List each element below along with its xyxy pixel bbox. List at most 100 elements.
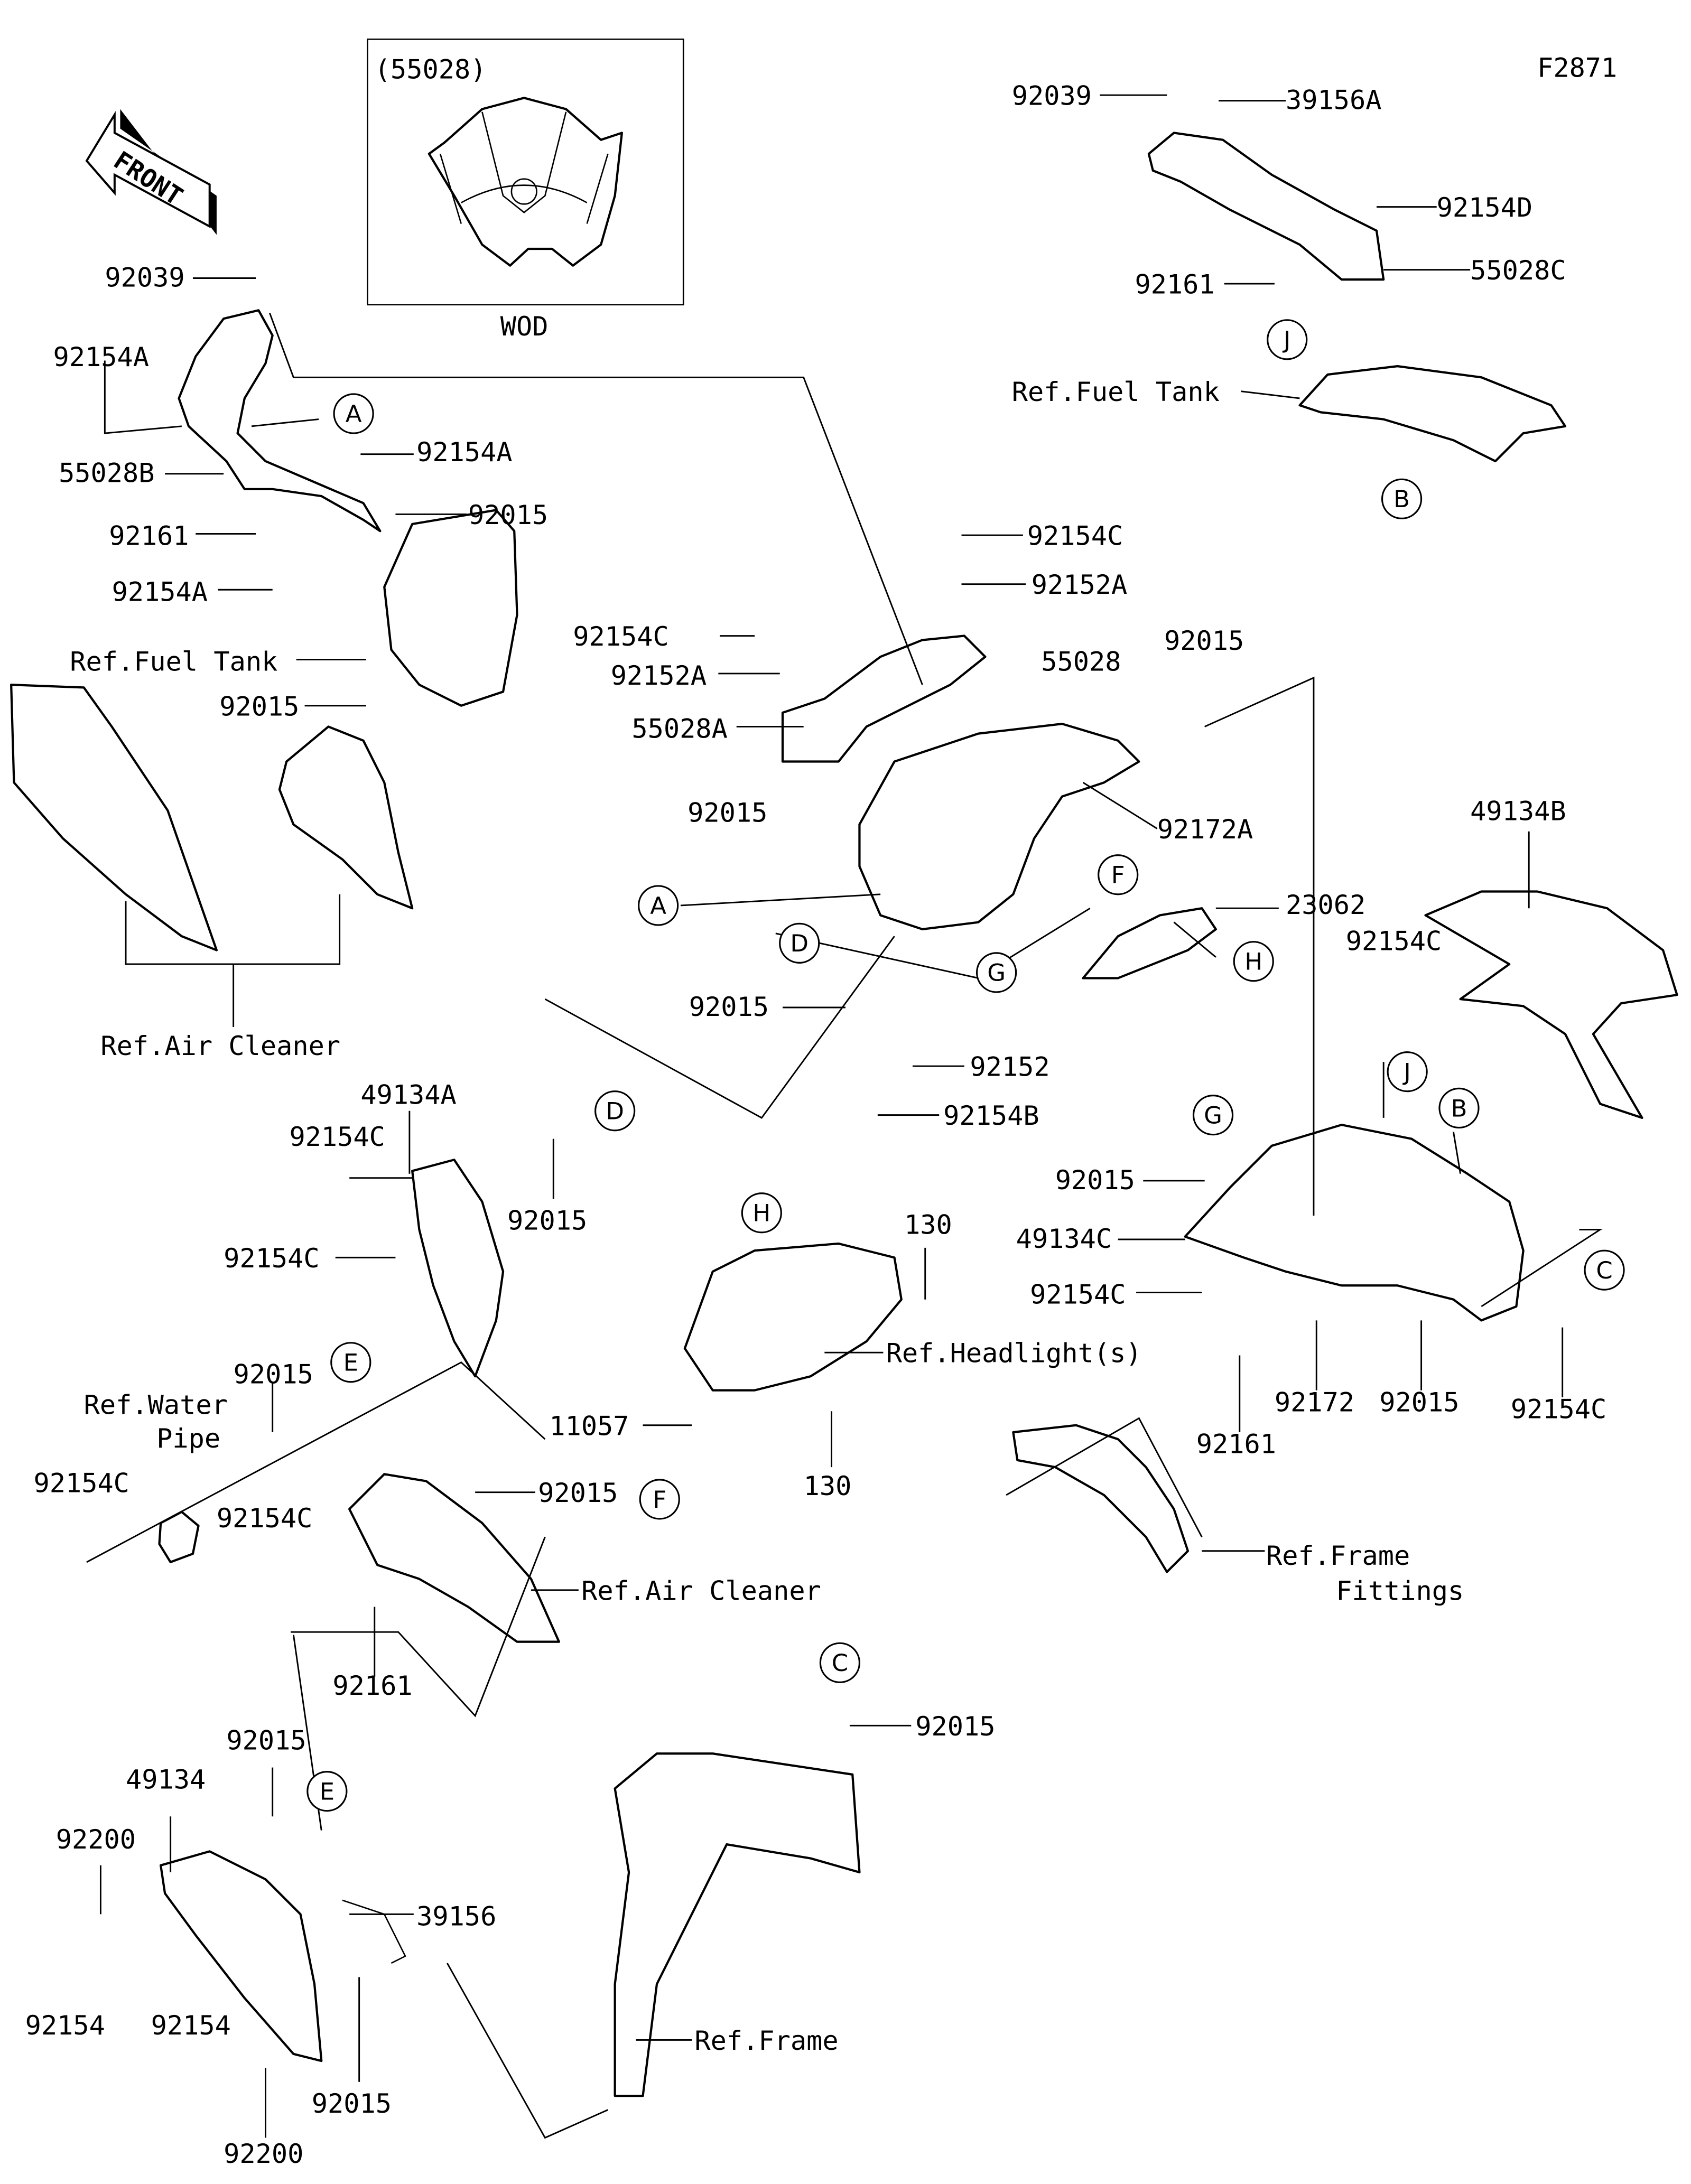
part-number-label: 92172 bbox=[1275, 1386, 1354, 1417]
part-number-label: 92154A bbox=[416, 436, 512, 468]
callout-letter: A bbox=[346, 400, 362, 428]
part-number-label: 49134A bbox=[360, 1079, 456, 1110]
frame-fittings-bracket bbox=[1012, 1424, 1190, 1573]
part-number-label: 92154D bbox=[1437, 192, 1532, 223]
callout-marker: A bbox=[333, 393, 374, 434]
part-number-label: Ref.Frame bbox=[694, 2025, 838, 2056]
leader-lines bbox=[86, 94, 1603, 2139]
callout-marker: E bbox=[330, 1342, 371, 1383]
callout-letter: J bbox=[1282, 326, 1290, 354]
callout-marker: C bbox=[819, 1642, 861, 1683]
part-number-label: 92152A bbox=[611, 660, 707, 691]
part-number-label: 92015 bbox=[915, 1711, 995, 1742]
part-number-label: Ref.Frame bbox=[1266, 1540, 1410, 1571]
part-number-label: 92015 bbox=[219, 690, 299, 722]
part-number-label: 11057 bbox=[549, 1410, 629, 1441]
fuel-tank-cover-left bbox=[383, 509, 518, 707]
callout-letter: H bbox=[752, 1199, 770, 1227]
inset-box: (55028) WOD bbox=[367, 38, 684, 342]
part-number-label: 92015 bbox=[689, 991, 769, 1022]
callout-letter: F bbox=[1111, 861, 1125, 889]
callout-marker: F bbox=[639, 1479, 680, 1520]
callout-letter: C bbox=[832, 1649, 848, 1677]
lower-inner-panel bbox=[348, 1473, 560, 1643]
callout-marker: D bbox=[779, 922, 820, 964]
part-number-label: 92154C bbox=[224, 1243, 319, 1274]
inner-bracket-23062 bbox=[1082, 907, 1217, 979]
callout-marker: A bbox=[638, 885, 679, 926]
callout-letter: F bbox=[653, 1486, 666, 1514]
callout-letter: J bbox=[1402, 1058, 1411, 1086]
part-number-label: 55028C bbox=[1470, 255, 1566, 286]
part-number-label: 92015 bbox=[312, 2088, 392, 2119]
part-number-label: 92154B bbox=[943, 1100, 1039, 1131]
part-number-label: 92154 bbox=[151, 2010, 231, 2041]
part-number-label: 92015 bbox=[1379, 1386, 1459, 1417]
callout-marker: H bbox=[741, 1192, 782, 1234]
part-number-label: 92161 bbox=[1196, 1429, 1276, 1460]
part-number-label: 92039 bbox=[105, 262, 184, 293]
part-number-label: 55028 bbox=[1041, 646, 1121, 677]
part-number-label: Ref.Headlight(s) bbox=[886, 1338, 1142, 1369]
part-number-label: Pipe bbox=[156, 1423, 220, 1454]
callout-marker: B bbox=[1438, 1087, 1480, 1129]
part-number-label: 49134 bbox=[126, 1763, 206, 1795]
figure-id: F2871 bbox=[1537, 52, 1617, 83]
callout-letter: B bbox=[1393, 485, 1410, 513]
part-number-label: 92172A bbox=[1157, 814, 1253, 845]
side-cowl-49134b bbox=[1424, 890, 1678, 1119]
part-number-label: 92154C bbox=[1511, 1394, 1606, 1425]
part-number-label: 92015 bbox=[687, 797, 767, 828]
part-number-label: 92015 bbox=[226, 1724, 306, 1756]
inner-cowl-49134c bbox=[1184, 1124, 1525, 1322]
part-number-label: 92015 bbox=[1055, 1164, 1135, 1196]
callout-marker: D bbox=[594, 1090, 636, 1132]
callout-marker: H bbox=[1233, 941, 1274, 982]
part-number-label: 92015 bbox=[1164, 625, 1244, 656]
part-number-label: 92200 bbox=[224, 2138, 303, 2169]
callout-letter: E bbox=[320, 1778, 335, 1806]
part-number-label: 92154A bbox=[112, 576, 208, 607]
callout-marker: J bbox=[1387, 1051, 1428, 1093]
callout-letter: C bbox=[1596, 1256, 1612, 1284]
part-number-label: Ref.Air Cleaner bbox=[100, 1030, 340, 1061]
lower-cowl-49134 bbox=[160, 1850, 323, 2062]
callout-letter: D bbox=[790, 929, 809, 957]
part-number-label: 92161 bbox=[1135, 269, 1214, 300]
air-cleaner-cover-left bbox=[10, 683, 218, 951]
upper-cowl-wod-illustration bbox=[428, 97, 623, 267]
callout-marker: B bbox=[1381, 478, 1423, 519]
part-number-label: 92015 bbox=[234, 1358, 313, 1389]
callout-letter: A bbox=[650, 892, 666, 920]
part-number-label: 39156A bbox=[1286, 85, 1381, 116]
part-number-label: 92154 bbox=[25, 2010, 105, 2041]
part-number-label: 92154C bbox=[1030, 1279, 1126, 1310]
inner-panel-left bbox=[278, 725, 414, 910]
callout-marker: C bbox=[1584, 1249, 1625, 1291]
callout-marker: J bbox=[1267, 319, 1308, 360]
part-number-label: 23062 bbox=[1286, 889, 1365, 920]
headlight-assembly bbox=[683, 1242, 903, 1392]
part-number-label: 92152A bbox=[1032, 569, 1127, 600]
callout-letter: B bbox=[1451, 1094, 1467, 1122]
part-number-label: 92154C bbox=[217, 1502, 312, 1534]
part-number-label: 92161 bbox=[332, 1670, 412, 1701]
part-number-label: 130 bbox=[904, 1209, 952, 1240]
part-number-label: 39156 bbox=[416, 1901, 496, 1932]
part-number-label: 55028B bbox=[59, 458, 154, 489]
part-number-label: 92154C bbox=[1346, 926, 1442, 957]
part-number-label: Ref.Fuel Tank bbox=[1012, 376, 1220, 407]
callout-marker: G bbox=[976, 952, 1017, 993]
part-number-label: 92161 bbox=[109, 520, 189, 552]
top-trim-55028c bbox=[1147, 132, 1385, 281]
part-number-label: 92154C bbox=[289, 1121, 385, 1152]
callout-letter: D bbox=[606, 1097, 624, 1125]
part-number-label: 92039 bbox=[1012, 80, 1092, 111]
part-number-label: 130 bbox=[804, 1470, 852, 1501]
part-number-label: 49134B bbox=[1470, 796, 1566, 827]
inset-title: (55028) bbox=[375, 53, 487, 85]
front-arrow-icon: FRONT bbox=[85, 109, 217, 235]
part-number-label: 92015 bbox=[468, 499, 548, 530]
callout-marker: E bbox=[306, 1771, 348, 1812]
